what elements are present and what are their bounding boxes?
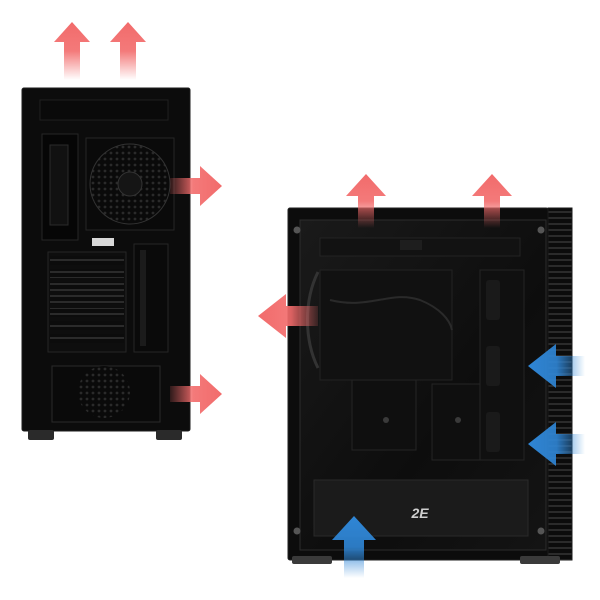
io-shield-slot bbox=[49, 144, 69, 226]
side-foot-left bbox=[292, 556, 332, 564]
glass-screw-bl bbox=[293, 527, 301, 535]
cable-cutout bbox=[431, 383, 485, 461]
psu-exhaust-arrow bbox=[170, 374, 222, 414]
motherboard-tray bbox=[319, 269, 453, 381]
side-rear-exhaust-arrow bbox=[258, 294, 318, 338]
front-intake-arrow-2 bbox=[528, 422, 585, 466]
rear-foot-right bbox=[156, 430, 182, 440]
top-exhaust-arrow-2 bbox=[110, 22, 146, 80]
side-top-exhaust-arrow-2 bbox=[472, 174, 512, 228]
rear-top-lip bbox=[39, 99, 169, 121]
cpu-cutout bbox=[351, 379, 417, 451]
rear-fan-exhaust-arrow bbox=[170, 166, 222, 206]
rear-foot-left bbox=[28, 430, 54, 440]
side-case: 2E bbox=[287, 207, 573, 564]
rear-case bbox=[21, 87, 191, 440]
vertical-slot-bracket bbox=[133, 243, 169, 353]
rear-label-sticker bbox=[92, 238, 114, 246]
side-foot-right bbox=[520, 556, 560, 564]
top-exhaust-arrow-1 bbox=[54, 22, 90, 80]
front-intake-arrow-1 bbox=[528, 344, 585, 388]
brand-logo: 2E bbox=[410, 505, 429, 521]
expansion-slots bbox=[47, 251, 127, 353]
bottom-intake-arrow bbox=[332, 516, 376, 578]
rear-fan-hub bbox=[117, 171, 143, 197]
side-top-exhaust-arrow-1 bbox=[346, 174, 386, 228]
glass-screw-br bbox=[537, 527, 545, 535]
glass-screw-tr bbox=[537, 226, 545, 234]
psu-fan-grille bbox=[78, 366, 130, 418]
glass-screw-tl bbox=[293, 226, 301, 234]
